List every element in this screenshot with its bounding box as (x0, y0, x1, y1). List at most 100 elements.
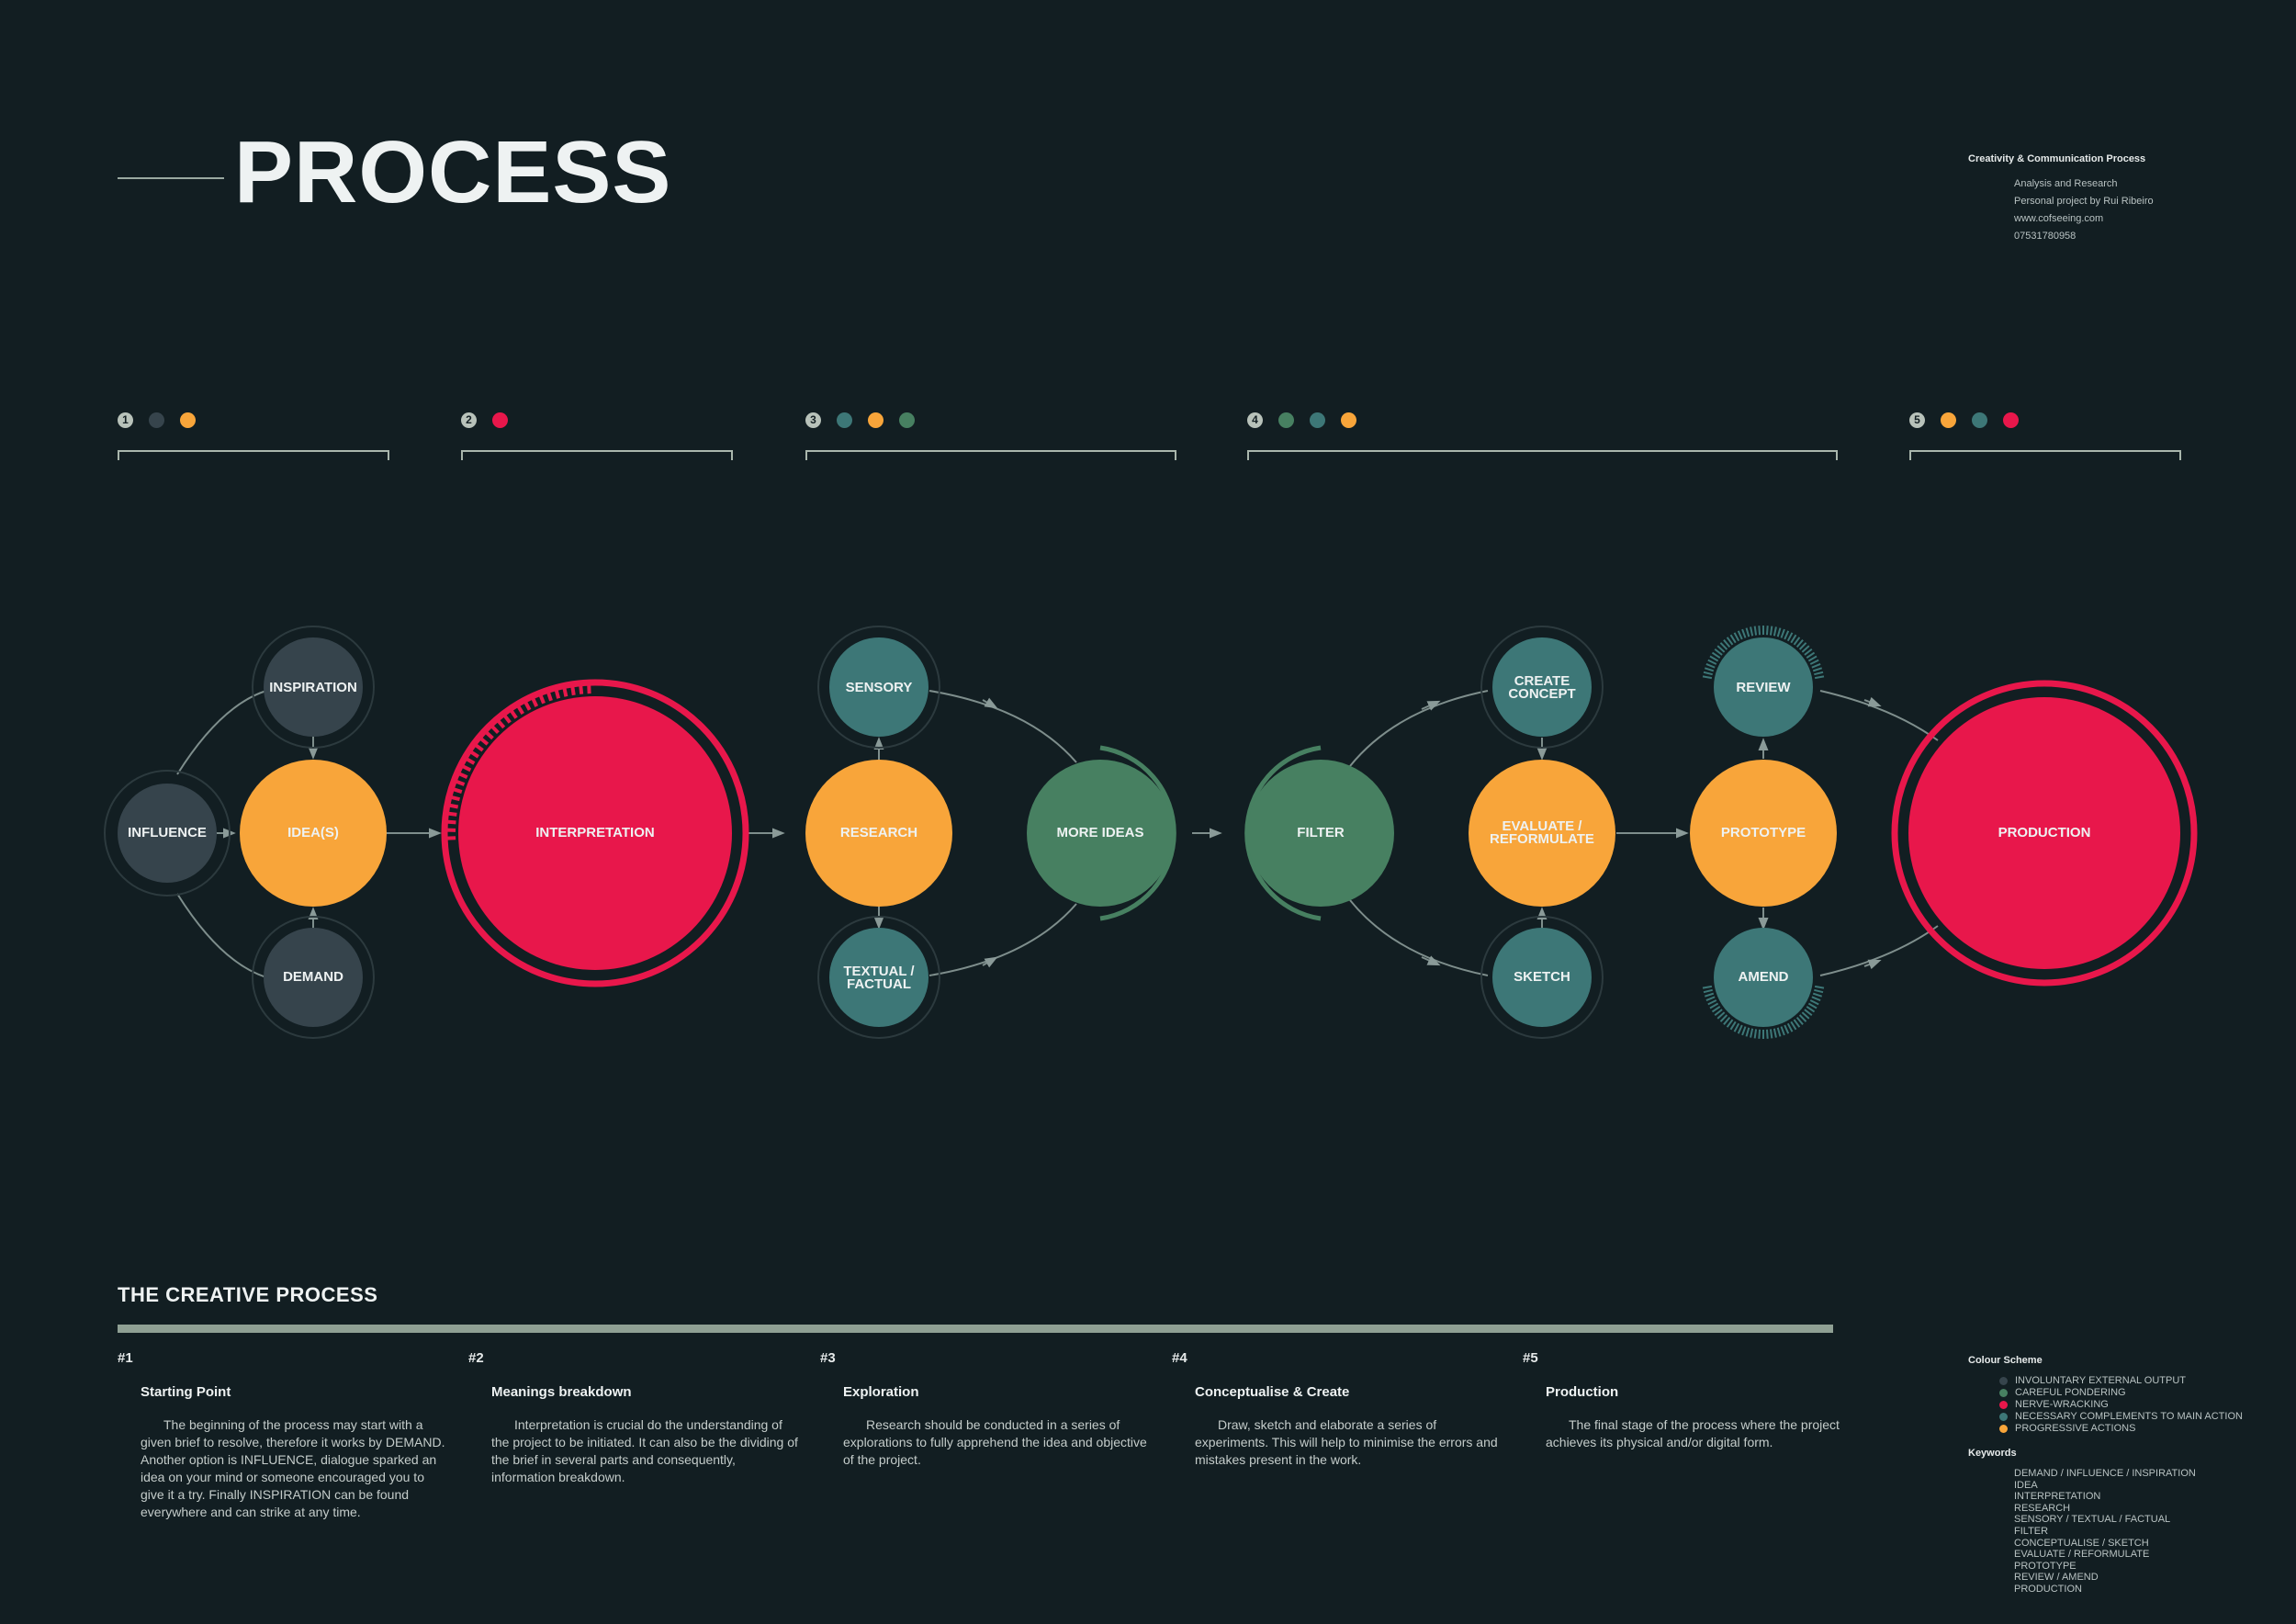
review-tick (1703, 671, 1713, 676)
node-research-label: RESEARCH (840, 825, 917, 840)
stage-colour-dot (2003, 412, 2019, 428)
step-title: Production (1546, 1384, 1619, 1400)
ring (104, 770, 231, 897)
review-tick (1806, 651, 1816, 659)
stage-number: 1 (118, 412, 133, 428)
keyword: REVIEW / AMEND (2014, 1572, 2099, 1584)
amend-tick (1798, 1014, 1807, 1022)
review-tick (1784, 630, 1790, 640)
review-tick (1726, 637, 1734, 646)
amend-tick (1711, 1006, 1721, 1013)
stage-bracket (118, 450, 389, 460)
review-tick (1707, 659, 1717, 665)
stage-1: 1 (118, 411, 389, 460)
legend-item: CAREFUL PONDERING (1999, 1387, 2243, 1399)
interpretation-tick (561, 684, 568, 697)
review-tick (1807, 655, 1818, 662)
interpretation-tick (467, 748, 479, 759)
amend-tick (1709, 1002, 1719, 1009)
review-tick (1776, 627, 1782, 637)
step-number: #5 (1523, 1350, 1538, 1366)
stage-number: 3 (805, 412, 821, 428)
keyword: SENSORY / TEXTUAL / FACTUAL (2014, 1514, 2171, 1526)
step-title: Exploration (843, 1384, 919, 1400)
legend-label: INVOLUNTARY EXTERNAL OUTPUT (2015, 1375, 2187, 1386)
meta-block: Creativity & Communication Process Analy… (1968, 151, 2154, 245)
legend-label: CAREFUL PONDERING (2015, 1387, 2126, 1398)
review-tick (1723, 639, 1731, 648)
interpretation-tick (445, 811, 457, 817)
review-tick (1811, 662, 1821, 669)
ring (252, 626, 375, 749)
interpretation-tick (455, 771, 468, 779)
stage-bracket (461, 450, 733, 460)
keyword: EVALUATE / REFORMULATE (2014, 1549, 2150, 1561)
keyword: RESEARCH (2014, 1502, 2071, 1514)
node-sketch (1492, 928, 1592, 1027)
node-review (1714, 637, 1813, 737)
interpretation-tick (452, 778, 466, 786)
arrow-review-production (1863, 696, 1882, 707)
arrow-filter-create (1421, 700, 1441, 711)
step-description: Draw, sketch and elaborate a series of e… (1195, 1417, 1498, 1467)
review-tick (1711, 651, 1721, 659)
node-influence-label: INFLUENCE (128, 825, 207, 840)
amend-tick (1801, 1011, 1810, 1020)
review-tick (1714, 648, 1723, 656)
interpretation-tick (514, 702, 524, 716)
amend-tick (1769, 1029, 1773, 1039)
review-tick (1719, 642, 1728, 650)
creative-process-bar (118, 1325, 1833, 1333)
amend-tick (1807, 1002, 1818, 1009)
stage-dots: 4 (1247, 411, 1356, 429)
stage-dots: 2 (461, 411, 508, 429)
node-filter (1247, 760, 1394, 907)
review-tick (1809, 659, 1819, 665)
review-tick (1765, 626, 1769, 636)
review-tick (1750, 626, 1754, 637)
legend-item: NECESSARY COMPLEMENTS TO MAIN ACTION (1999, 1411, 2243, 1423)
meta-heading: Creativity & Communication Process (1968, 153, 2146, 164)
amend-tick (1702, 985, 1713, 989)
amend-tick (1703, 988, 1713, 994)
amend-tick (1716, 1011, 1726, 1020)
review-tick (1793, 637, 1801, 646)
amend-tick (1758, 1029, 1761, 1039)
review-tick (1741, 628, 1747, 638)
node-textual-label-2: FACTUAL (847, 976, 911, 992)
review-tick (1737, 630, 1743, 640)
step-number: #1 (118, 1350, 133, 1366)
interpretation-tick (472, 741, 484, 752)
stage-dots: 3 (805, 411, 915, 429)
step-number: #2 (468, 1350, 484, 1366)
stage-bracket (1247, 450, 1838, 460)
step-title: Conceptualise & Create (1195, 1384, 1350, 1400)
review-tick (1795, 639, 1804, 648)
stage-colour-dot (1941, 412, 1956, 428)
connector-influence-inspiration (176, 690, 267, 775)
interpretation-tick (522, 698, 532, 711)
step-description: Interpretation is crucial do the underst… (491, 1417, 798, 1484)
interpretation-ticks (443, 682, 591, 840)
node-sensory (829, 637, 929, 737)
step-title: Starting Point (141, 1384, 231, 1400)
ring (1480, 916, 1604, 1039)
node-inspiration (264, 637, 363, 737)
step-5: #5 Production The final stage of the pro… (1523, 1350, 1844, 1451)
connector-review-production (1819, 690, 1939, 741)
amend-tick (1726, 1019, 1734, 1028)
legend-swatch (1999, 1401, 2008, 1409)
stage-3: 3 (805, 411, 1176, 460)
node-evaluate-label-2: REFORMULATE (1490, 831, 1594, 847)
amend-tick (1806, 1006, 1816, 1013)
moreideas-arc (1099, 745, 1176, 921)
stage-colour-dot (1278, 412, 1294, 428)
stage-bracket (1909, 450, 2181, 460)
stage-number: 5 (1909, 412, 1925, 428)
stage-colour-dot (1972, 412, 1987, 428)
arrow-textual-moreideas (982, 956, 998, 968)
legend-label: NERVE-WRACKING (2015, 1399, 2109, 1410)
node-review-label: REVIEW (1736, 680, 1791, 695)
review-tick (1814, 675, 1825, 680)
keyword: FILTER (2014, 1525, 2049, 1537)
